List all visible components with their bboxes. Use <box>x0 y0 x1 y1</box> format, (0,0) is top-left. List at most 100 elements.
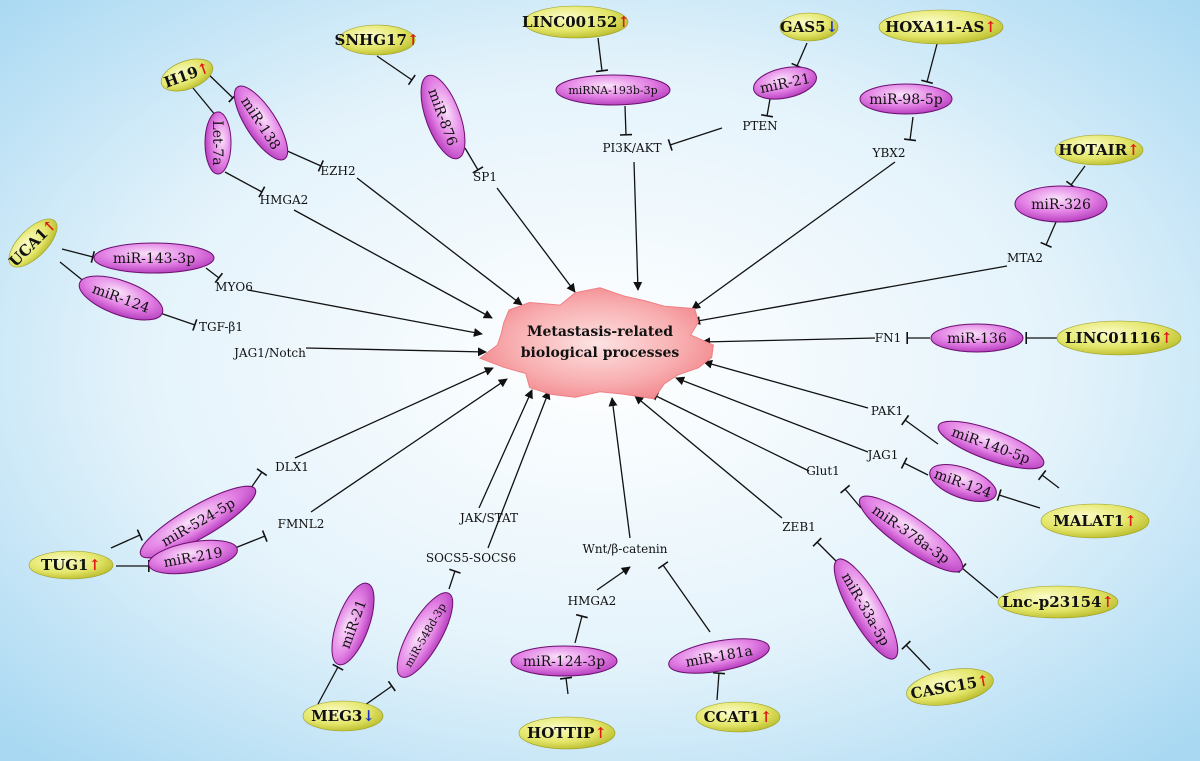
lncrna-name: LINC00152 <box>522 13 617 31</box>
down-regulation-arrow-icon: ↓ <box>826 18 839 36</box>
target-label-jak-stat-17: JAK/STAT <box>458 511 518 525</box>
mirna-node-mir-136-9: miR-136 <box>930 323 1024 353</box>
center-node: Metastasis-related biological processes <box>479 287 714 400</box>
up-regulation-arrow-icon: ↑ <box>760 708 773 726</box>
inhibition-edge-21 <box>1037 469 1060 489</box>
mirna-node-mir-181a-19: miR-181a <box>668 638 770 674</box>
activation-arrow-53 <box>294 367 494 459</box>
activation-arrow-45 <box>691 265 1008 326</box>
lncrna-ellipse <box>160 58 214 92</box>
up-regulation-arrow-icon: ↑ <box>594 724 607 742</box>
mirna-ellipse <box>420 74 466 160</box>
target-label-ybx2-5: YBX2 <box>872 146 906 160</box>
mirna-node-mir-326-6: miR-326 <box>1014 185 1108 223</box>
target-label-mta2-6: MTA2 <box>1007 251 1043 265</box>
mirna-node-mir-219-15: miR-219 <box>148 539 238 575</box>
activation-arrow-50 <box>675 376 869 453</box>
inhibition-edge-33 <box>317 663 344 705</box>
target-label-tgf-1-8: TGF-β1 <box>199 320 243 334</box>
up-regulation-arrow-icon: ↑ <box>88 556 101 574</box>
mirna-label: miR-143-3p <box>113 251 195 267</box>
lncrna-node-lnc-p23154: Lnc-p23154↑ <box>997 585 1119 619</box>
mirna-ellipse <box>139 485 257 559</box>
target-label-hmga2-20: HMGA2 <box>568 594 617 608</box>
lncrna-name: GAS5 <box>780 18 826 36</box>
lncrna-node-linc01116: LINC01116↑ <box>1056 320 1182 356</box>
lncrna-label: GAS5↓ <box>780 18 838 36</box>
mirna-ellipse <box>331 582 375 666</box>
lncrna-ellipse <box>518 716 616 750</box>
inhibition-edge-7 <box>619 105 633 136</box>
inhibition-edge-0 <box>192 87 222 121</box>
lncrna-label: Lnc-p23154↑ <box>1002 593 1114 611</box>
lncrna-node-gas5: GAS5↓ <box>779 12 839 42</box>
activation-arrow-44 <box>691 161 896 310</box>
mirna-label: Let-7a <box>209 120 225 165</box>
mirna-ellipse <box>753 66 817 100</box>
lncrna-ellipse <box>523 5 629 39</box>
mirna-ellipse <box>1014 185 1108 223</box>
mirna-node-mir-21-16: miR-21 <box>331 582 375 666</box>
inhibition-edge-15 <box>61 248 96 263</box>
target-label-pi3k-akt-3: PI3K/AKT <box>602 141 661 155</box>
target-label-sp1-2: SP1 <box>473 170 497 184</box>
lncrna-label: LINC00152↑ <box>522 13 630 31</box>
lncrna-name: CCAT1 <box>704 708 760 726</box>
up-regulation-arrow-icon: ↑ <box>1160 329 1173 347</box>
mirna-ellipse <box>859 83 953 115</box>
inhibition-edge-11 <box>921 43 938 85</box>
mirna-ellipse <box>204 111 232 175</box>
activation-arrow-55 <box>478 389 533 509</box>
target-label-myo6-7: MYO6 <box>215 280 253 294</box>
activation-arrow-41 <box>293 209 493 319</box>
inhibition-edge-14 <box>1040 221 1057 248</box>
lncrna-label: MALAT1↑ <box>1053 512 1137 530</box>
inhibition-edge-10 <box>667 127 723 151</box>
inhibition-edge-4 <box>376 55 416 86</box>
target-label-glut1-13: Glut1 <box>806 464 840 478</box>
mirna-ellipse <box>78 275 164 321</box>
mirna-label: miR-326 <box>1031 197 1091 213</box>
mirna-label: miR-98-5p <box>869 92 942 108</box>
lncrna-ellipse <box>779 12 839 42</box>
inhibition-edge-13 <box>1065 165 1086 190</box>
target-label-jag1-notch-9: JAG1/Notch <box>232 346 306 360</box>
lncrna-label: HOTAIR↑ <box>1058 141 1139 159</box>
target-label-fmnl2-16: FMNL2 <box>278 517 325 531</box>
inhibition-edge-24 <box>900 457 929 476</box>
inhibition-edge-22 <box>996 489 1041 509</box>
lncrna-name: MALAT1 <box>1053 512 1124 530</box>
target-label-jag1-12: JAG1 <box>866 448 899 462</box>
lncrna-node-meg3: MEG3↓ <box>302 700 384 732</box>
mirna-ellipse <box>858 495 964 573</box>
lncrna-label: HOTTIP↑ <box>527 724 607 742</box>
activation-arrow-48 <box>701 337 876 347</box>
center-blob <box>479 287 714 400</box>
inhibition-edge-3 <box>284 149 324 172</box>
lncrna-node-linc00152: LINC00152↑ <box>522 5 630 39</box>
up-regulation-arrow-icon: ↑ <box>1127 141 1140 159</box>
activation-arrow-46 <box>247 289 483 337</box>
center-label-line1: Metastasis-related <box>527 324 673 340</box>
lncrna-ellipse <box>997 585 1119 619</box>
inhibition-edge-5 <box>464 147 484 174</box>
activation-arrow-57 <box>608 397 631 539</box>
mirna-node-mir-21-4: miR-21 <box>753 66 817 100</box>
lncrna-name: HOXA11-AS <box>885 18 984 36</box>
lncrna-node-ccat1: CCAT1↑ <box>695 701 781 733</box>
inhibition-edge-2 <box>224 171 266 198</box>
mirna-node-mir-98-5p-5: miR-98-5p <box>859 83 953 115</box>
activation-arrow-52 <box>634 395 783 519</box>
inhibition-edge-18 <box>159 312 198 331</box>
up-regulation-arrow-icon: ↑ <box>975 671 991 691</box>
lncrna-ellipse <box>695 701 781 733</box>
lncrna-name: SNHG17 <box>335 31 407 49</box>
lncrna-ellipse <box>1054 134 1144 166</box>
activation-arrow-56 <box>487 390 551 549</box>
mirna-node-mir-124-3p-18: miR-124-3p <box>510 645 618 677</box>
up-regulation-arrow-icon: ↑ <box>1124 512 1137 530</box>
lncrna-node-malat1: MALAT1↑ <box>1040 503 1150 539</box>
lncrna-label: SNHG17↑ <box>335 31 420 49</box>
inhibition-edge-29 <box>110 529 144 549</box>
